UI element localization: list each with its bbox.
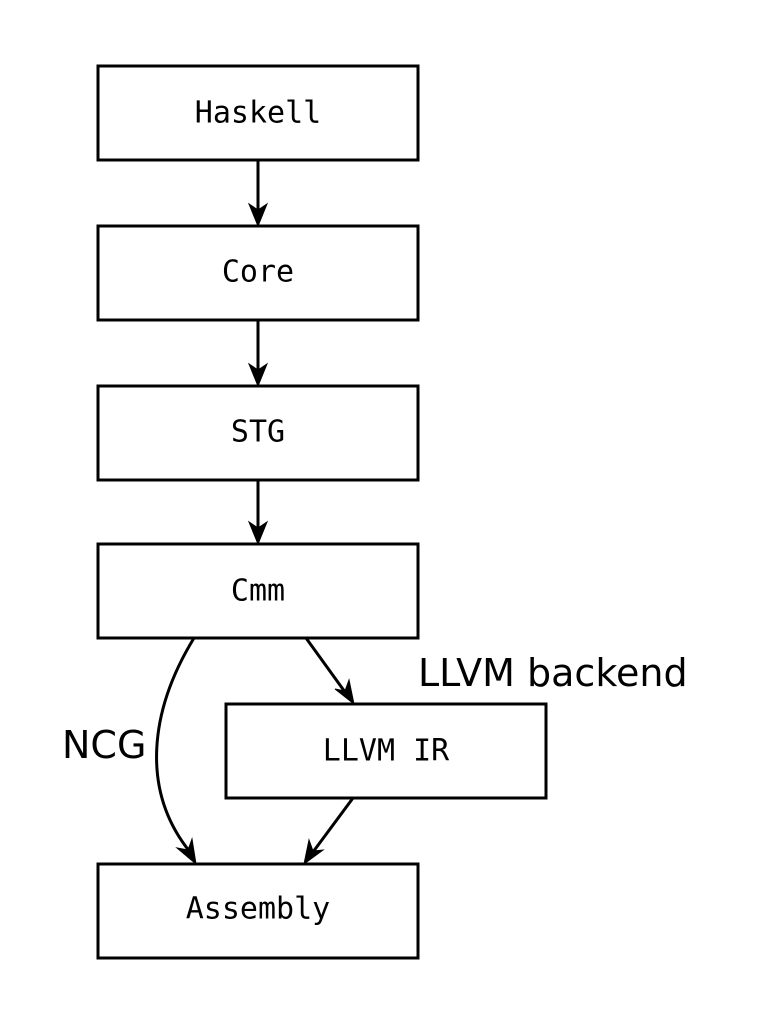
- node-assembly: Assembly: [96, 862, 420, 960]
- edge-label-ncg: NCG: [62, 723, 146, 767]
- node-assembly-box: [96, 862, 420, 960]
- arrowhead-icon: [247, 202, 269, 228]
- arrowhead-icon: [334, 678, 355, 706]
- node-haskell-label: Haskell: [195, 96, 321, 131]
- edge-cmm-llvm-line: [304, 637, 347, 693]
- edge-cmm-to-assembly-ncg: [155, 637, 197, 866]
- node-assembly-label: Assembly: [186, 892, 331, 927]
- edge-llvm-ir-to-assembly: [303, 797, 355, 866]
- node-cmm-label: Cmm: [231, 574, 285, 609]
- node-stg-box: [96, 384, 420, 482]
- edge-core-to-stg: [247, 320, 269, 388]
- arrowhead-icon: [303, 838, 325, 866]
- node-cmm: Cmm: [96, 542, 420, 640]
- edge-cmm-to-llvm-ir: [304, 637, 355, 706]
- node-core-box: [96, 224, 420, 322]
- node-core-label: Core: [222, 255, 294, 290]
- arrowhead-icon: [247, 362, 269, 388]
- edge-stg-to-cmm: [247, 480, 269, 546]
- node-cmm-box: [96, 542, 420, 640]
- arrowhead-icon: [247, 520, 269, 546]
- edge-llvm-assembly-line: [311, 797, 355, 853]
- node-llvm-ir-box: [224, 702, 548, 800]
- edge-haskell-to-core: [247, 160, 269, 228]
- edge-ncg-curve: [155, 637, 196, 853]
- node-haskell: Haskell: [96, 64, 420, 162]
- arrowhead-icon: [175, 837, 197, 866]
- node-stg: STG: [96, 384, 420, 482]
- node-core: Core: [96, 224, 420, 322]
- node-llvm-ir-label: LLVM IR: [323, 734, 450, 769]
- node-stg-label: STG: [231, 415, 285, 450]
- node-llvm-ir: LLVM IR: [224, 702, 548, 800]
- node-haskell-box: [96, 64, 420, 162]
- edge-label-llvm-backend: LLVM backend: [418, 651, 688, 695]
